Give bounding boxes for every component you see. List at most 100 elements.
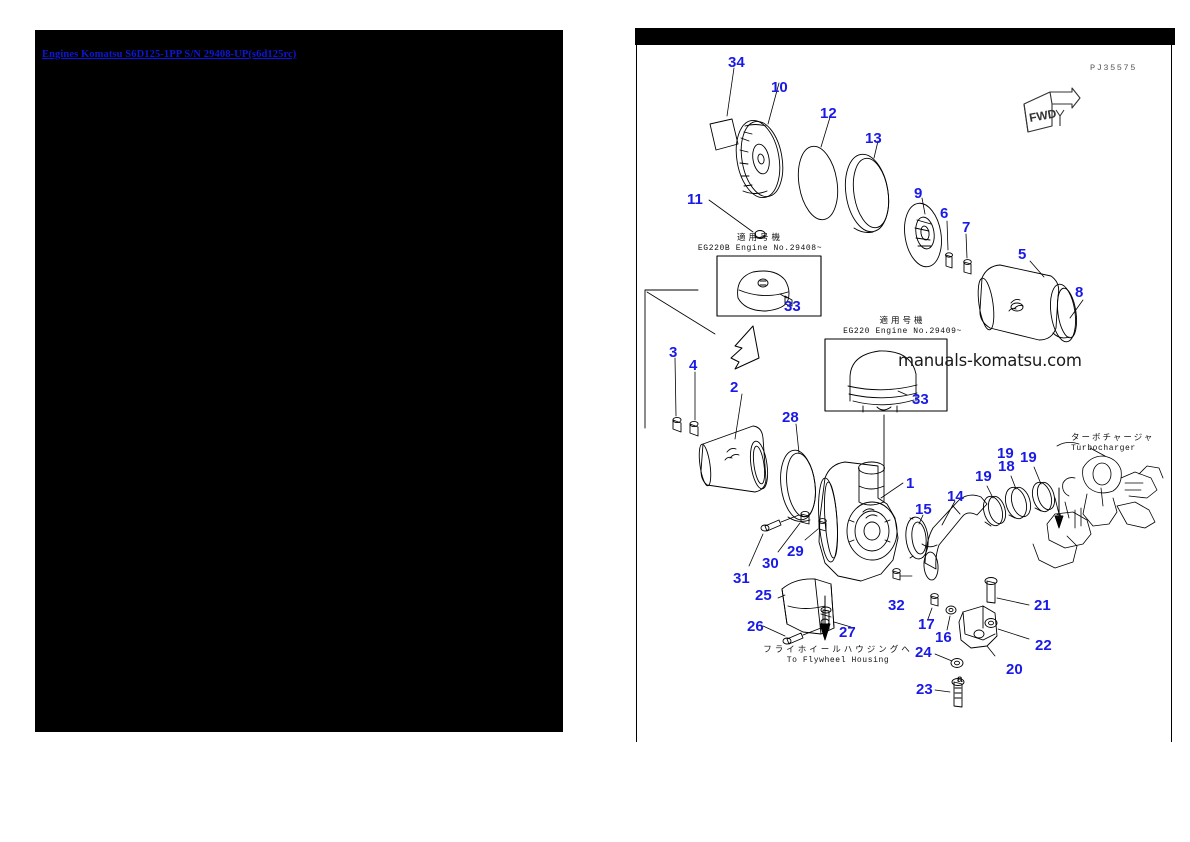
annotation-jp-text: 適用号機 (736, 233, 783, 243)
part-4-clamp (689, 371, 699, 437)
part-17-bolt (927, 593, 939, 620)
turbocharger-assembly (1032, 442, 1164, 569)
part-34-plate (709, 67, 739, 151)
diagram-top-bar (635, 28, 1175, 45)
callout-2[interactable]: 2 (730, 379, 739, 396)
part-13-ring-flange (844, 140, 890, 233)
document-title-link[interactable]: Engines Komatsu S6D125-1PP S/N 29408-UP(… (42, 49, 297, 60)
parts-diagram-page: PJ35575 (635, 28, 1175, 744)
callout-7[interactable]: 7 (962, 219, 971, 236)
part-1-cleaner-housing (818, 461, 904, 582)
part-16-washer (945, 605, 957, 631)
annotation-en-text: EG220B Engine No.29408~ (697, 243, 823, 253)
marker-a-arrow-top (1054, 487, 1064, 529)
callout-31[interactable]: 31 (733, 570, 750, 587)
part-19b-hose-clamp (1031, 466, 1056, 513)
callout-21[interactable]: 21 (1034, 597, 1051, 614)
callout-23[interactable]: 23 (916, 681, 933, 698)
part-5-cleaner-body (977, 260, 1060, 341)
part-9-impeller (904, 197, 942, 268)
diagram-frame-border (636, 45, 1172, 742)
callout-19b[interactable]: 19 (1020, 449, 1037, 466)
callout-6[interactable]: 6 (940, 205, 949, 222)
callout-15[interactable]: 15 (915, 501, 932, 518)
part-24-washer (934, 653, 964, 668)
annotation-jp-text: 適用号機 (879, 316, 926, 326)
svg-text:FWD: FWD (1028, 106, 1058, 125)
callout-3[interactable]: 3 (669, 344, 678, 361)
part-12-gasket-ring (797, 113, 839, 221)
part-32-bolt (892, 568, 913, 581)
part-27-bolt (820, 606, 852, 630)
callout-10[interactable]: 10 (771, 79, 788, 96)
callout-34[interactable]: 34 (728, 54, 745, 71)
callout-14[interactable]: 14 (947, 488, 964, 505)
part-28-band-ring (780, 423, 816, 522)
part-3-clamp (672, 357, 682, 433)
part-10-fan-wheel (735, 82, 784, 199)
callout-33a[interactable]: 33 (784, 298, 801, 315)
inset-box-eg220 (824, 338, 948, 413)
callout-8[interactable]: 8 (1075, 284, 1084, 301)
callout-20[interactable]: 20 (1006, 661, 1023, 678)
fwd-arrow-icon: FWD (1023, 87, 1081, 133)
annotation-en-text: To Flywheel Housing (786, 655, 890, 665)
callout-32[interactable]: 32 (888, 597, 905, 614)
part-31-bolt (748, 514, 800, 567)
callout-9[interactable]: 9 (914, 185, 923, 202)
callout-26[interactable]: 26 (747, 618, 764, 635)
document-viewer-panel (35, 30, 563, 732)
callout-12[interactable]: 12 (820, 105, 837, 122)
part-20-support-bracket (958, 605, 998, 657)
callout-17[interactable]: 17 (918, 616, 935, 633)
callout-18[interactable]: 18 (998, 458, 1015, 475)
callout-19a[interactable]: 19 (975, 468, 992, 485)
part-23-bolt (934, 678, 965, 708)
marker-a-top: a (1056, 511, 1062, 522)
part-19a-hose-clamp (982, 485, 1007, 527)
part-29-clamp (804, 518, 827, 541)
callout-30[interactable]: 30 (762, 555, 779, 572)
part-2-filter-element (698, 393, 769, 493)
part-7-nut (963, 233, 972, 275)
part-8-end-cap (1050, 283, 1084, 343)
inset-box-eg220b (716, 255, 822, 317)
part-11-plug (708, 199, 766, 239)
callout-11[interactable]: 11 (687, 191, 703, 208)
annotation-en-text: EG220 Engine No.29409~ (843, 326, 962, 336)
annotation-jp-text: ターボチャージャ (1071, 433, 1155, 443)
callout-29[interactable]: 29 (787, 543, 804, 560)
callout-25[interactable]: 25 (755, 587, 772, 604)
annotation-en-text: Turbocharger (1071, 443, 1136, 453)
annotation-jp-text: フライホイールハウジングへ (763, 645, 913, 655)
part-14-elbow-tube (921, 494, 988, 581)
part-6-fastener (945, 220, 953, 269)
callout-13[interactable]: 13 (865, 130, 882, 147)
inset-arrow-eg220b (730, 325, 760, 370)
page-code-label: PJ35575 (1090, 63, 1137, 73)
flywheel-housing-arrow (819, 595, 831, 641)
callout-4[interactable]: 4 (689, 357, 698, 374)
inset-leader-upper (644, 289, 716, 429)
callout-27[interactable]: 27 (839, 624, 856, 641)
part-21-bolt (984, 577, 1030, 606)
watermark-text: manuals-komatsu.com (898, 351, 1082, 370)
callout-19c[interactable]: 19 (997, 445, 1014, 462)
part-22-washer (984, 618, 1030, 640)
callout-5[interactable]: 5 (1018, 246, 1027, 263)
callout-22[interactable]: 22 (1035, 637, 1052, 654)
part-15-gasket (905, 514, 929, 560)
callout-28[interactable]: 28 (782, 409, 799, 426)
callout-24[interactable]: 24 (915, 644, 932, 661)
callout-16[interactable]: 16 (935, 629, 952, 646)
callout-33b[interactable]: 33 (912, 391, 929, 408)
part-30-clamp (777, 510, 810, 553)
marker-a-bottom: a (957, 674, 963, 685)
callout-1[interactable]: 1 (906, 475, 915, 492)
part-26-bolt (762, 625, 822, 645)
